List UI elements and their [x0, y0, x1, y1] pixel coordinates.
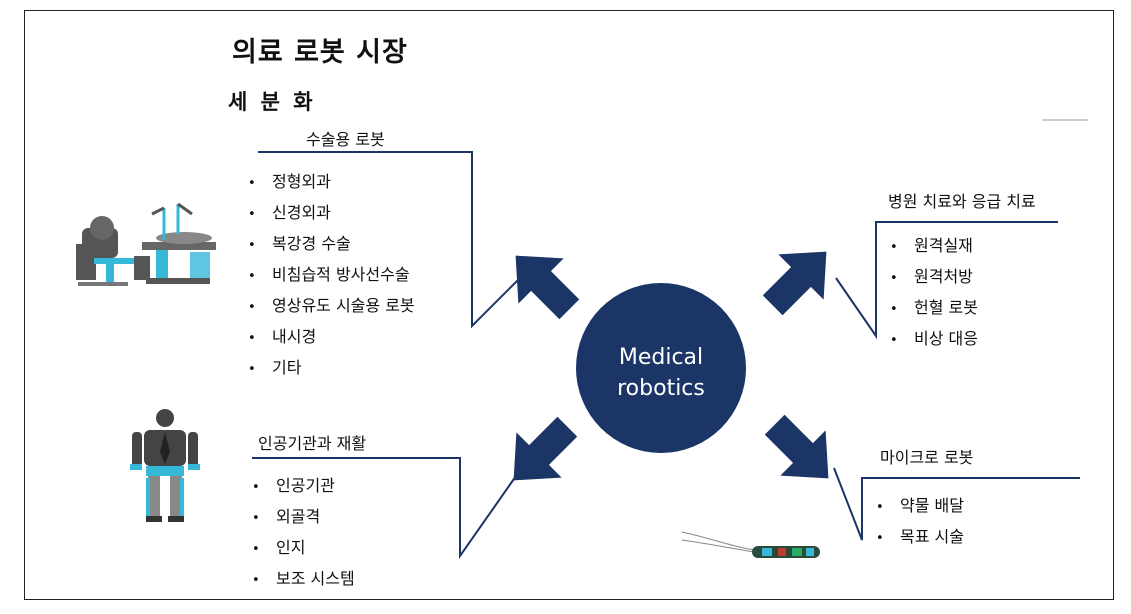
- prosthetics-section-title: 인공기관과 재활: [258, 434, 367, 453]
- prosthetics-bracket-line: [252, 457, 517, 560]
- list-item: 원격실재: [890, 230, 978, 261]
- micro-section-title: 마이크로 로봇: [880, 448, 974, 467]
- page-title: 의료 로봇 시장: [232, 37, 408, 68]
- list-item: 헌혈 로봇: [890, 292, 978, 323]
- list-item: 약물 배달: [876, 490, 964, 521]
- list-item: 비침습적 방사선수술: [248, 259, 415, 290]
- center-label: Medical robotics: [584, 342, 738, 404]
- list-item: 목표 시술: [876, 521, 964, 552]
- surgical-robot-icon: [76, 202, 216, 286]
- diagram-frame: [24, 10, 1114, 600]
- list-item: 기타: [248, 352, 415, 383]
- micro-list: 약물 배달 목표 시술: [876, 490, 964, 552]
- surgical-bracket-line: [258, 151, 523, 329]
- hospital-bracket-line: [835, 221, 1058, 340]
- medical-robotics-circle: [576, 283, 746, 453]
- list-item: 인지: [252, 532, 355, 563]
- center-label-line2: robotics: [617, 376, 705, 401]
- micro-bracket-line: [833, 467, 1080, 541]
- micro-robot-capsule-icon: [681, 531, 820, 558]
- list-item: 원격처방: [890, 261, 978, 292]
- arrow-up-right-icon: [762, 251, 827, 316]
- list-item: 영상유도 시술용 로봇: [248, 290, 415, 321]
- list-item: 정형외과: [248, 166, 415, 197]
- arrow-down-right-icon: [764, 414, 829, 479]
- prosthetics-list: 인공기관 외골격 인지 보조 시스템: [252, 470, 355, 594]
- hospital-section-title: 병원 치료와 응급 치료: [888, 192, 1036, 211]
- arrow-up-left-icon: [515, 255, 580, 320]
- arrow-down-left-icon: [513, 416, 578, 481]
- list-item: 내시경: [248, 321, 415, 352]
- list-item: 신경외과: [248, 197, 415, 228]
- center-label-line1: Medical: [618, 345, 704, 370]
- list-item: 보조 시스템: [252, 563, 355, 594]
- list-item: 복강경 수술: [248, 228, 415, 259]
- surgical-list: 정형외과 신경외과 복강경 수술 비침습적 방사선수술 영상유도 시술용 로봇 …: [248, 166, 415, 383]
- hospital-list: 원격실재 원격처방 헌혈 로봇 비상 대응: [890, 230, 978, 354]
- surgical-section-title: 수술용 로봇: [306, 130, 385, 149]
- list-item: 외골격: [252, 501, 355, 532]
- list-item: 비상 대응: [890, 323, 978, 354]
- exoskeleton-icon: [130, 409, 200, 522]
- page-subtitle: 세 분 화: [228, 90, 316, 114]
- list-item: 인공기관: [252, 470, 355, 501]
